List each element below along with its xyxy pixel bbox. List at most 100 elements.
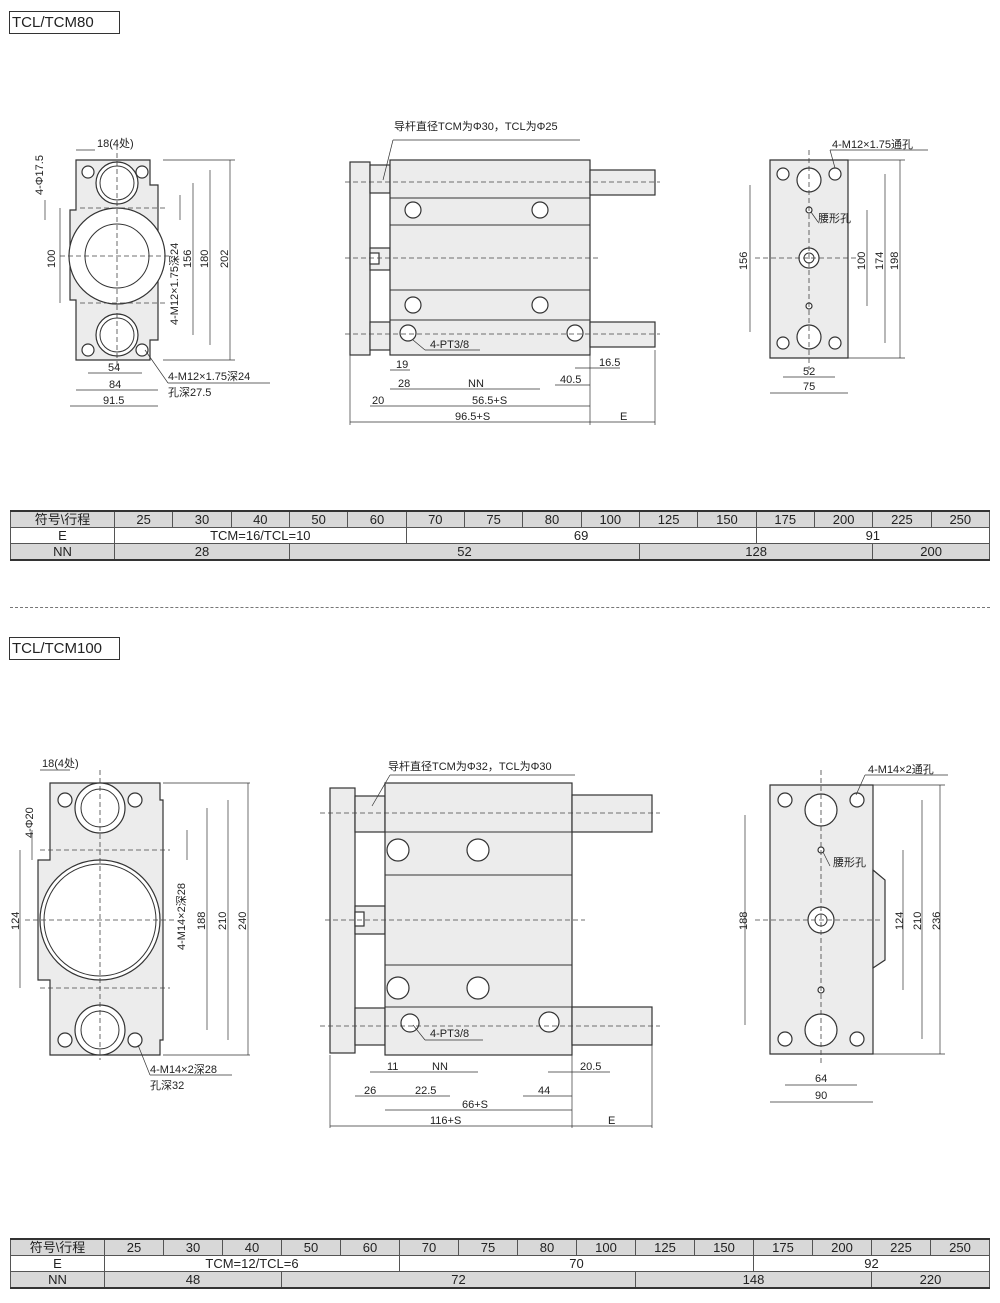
section-divider — [10, 607, 990, 608]
row-label: E — [10, 527, 115, 544]
dim-nn: NN — [468, 378, 484, 390]
through-hole-note: 4-M14×2通孔 — [868, 763, 934, 776]
dim-116-s: 116+S — [430, 1115, 461, 1127]
dim-40-5: 40.5 — [560, 374, 581, 386]
port-label: 4-PT3/8 — [430, 339, 469, 351]
stroke-cell: 40 — [222, 1238, 282, 1256]
value-cell: 48 — [104, 1271, 282, 1289]
hole-label: 4-Φ17.5 — [34, 155, 46, 195]
stroke-cell: 200 — [813, 510, 874, 528]
value-cell: 28 — [114, 543, 290, 561]
stroke-cell: 25 — [113, 510, 174, 528]
stroke-cell: 40 — [230, 510, 290, 528]
dim-188: 188 — [738, 912, 750, 930]
dim-188: 188 — [196, 912, 208, 930]
header-cell: 符号\行程 — [10, 1238, 105, 1256]
dim-16-5: 16.5 — [599, 357, 620, 369]
stroke-cell: 75 — [458, 1238, 518, 1256]
dim-75: 75 — [803, 381, 815, 393]
slot-note: 腰形孔 — [818, 212, 851, 225]
table-row-e: E TCM=12/TCL=6 70 92 — [10, 1255, 990, 1272]
rod-diameter-note: 导杆直径TCM为Φ30，TCL为Φ25 — [394, 119, 558, 133]
depth-note: 孔深27.5 — [168, 386, 211, 399]
value-cell: 92 — [753, 1255, 990, 1272]
dim-180: 180 — [199, 250, 211, 268]
header-cell: 符号\行程 — [10, 510, 115, 528]
stroke-cell: 30 — [172, 510, 232, 528]
stroke-cell: 30 — [163, 1238, 223, 1256]
value-cell: 148 — [635, 1271, 872, 1289]
stroke-cell: 175 — [753, 1238, 813, 1256]
thread-note: 4-M14×2深28 — [150, 1063, 217, 1076]
dim-202: 202 — [219, 250, 231, 268]
port-label: 4-PT3/8 — [430, 1028, 469, 1040]
dim-54: 54 — [108, 362, 120, 374]
table-row-e: E TCM=16/TCL=10 69 91 — [10, 527, 991, 544]
stroke-cell: 150 — [697, 510, 757, 528]
stroke-cell: 225 — [872, 510, 932, 528]
stroke-cell: 200 — [812, 1238, 872, 1256]
value-cell: 91 — [755, 527, 991, 544]
stroke-cell: 60 — [347, 510, 407, 528]
dim-210: 210 — [217, 912, 229, 930]
stroke-cell: 50 — [288, 510, 349, 528]
dim-20: 20 — [372, 395, 384, 407]
dim-240: 240 — [237, 912, 249, 930]
stroke-table-tcm100: 符号\行程 25 30 40 50 60 70 75 80 100 125 15… — [10, 1238, 990, 1289]
row-label: E — [10, 1255, 105, 1272]
stroke-cell: 80 — [522, 510, 582, 528]
dim-198: 198 — [889, 252, 901, 270]
table-header-row: 符号\行程 25 30 40 50 60 70 75 80 100 125 15… — [10, 1238, 990, 1256]
stroke-cell: 150 — [694, 1238, 754, 1256]
dim-90: 90 — [815, 1090, 827, 1102]
dim-210: 210 — [912, 912, 924, 930]
dim-236: 236 — [931, 912, 943, 930]
side-view-tcm80: 导杆直径TCM为Φ30，TCL为Φ25 4-PT3/8 19 28 NN 16.… — [345, 119, 660, 425]
section-title-tcm100: TCL/TCM100 — [9, 637, 120, 660]
stroke-cell: 100 — [580, 510, 640, 528]
dim-174: 174 — [874, 252, 886, 270]
dim-52: 52 — [803, 366, 815, 378]
dim-20-5: 20.5 — [580, 1061, 601, 1073]
stroke-cell: 125 — [635, 1238, 695, 1256]
dim-26: 26 — [364, 1085, 376, 1097]
stroke-cell: 75 — [463, 510, 524, 528]
stroke-cell: 100 — [576, 1238, 636, 1256]
dim-84: 84 — [109, 379, 121, 391]
through-hole-note: 4-M12×1.75通孔 — [832, 138, 913, 151]
dim-96-5-s: 96.5+S — [455, 411, 490, 423]
dim-156: 156 — [182, 250, 194, 268]
row-label: NN — [10, 543, 115, 561]
stroke-cell: 70 — [399, 1238, 459, 1256]
dim-nn: NN — [432, 1061, 448, 1073]
stroke-table-tcm80: 符号\行程 25 30 40 50 60 70 75 80 100 125 15… — [10, 510, 991, 561]
front-view-tcm80: 18(4处) 4-Φ17.5 100 4-M12×1.75深24 156 180… — [34, 137, 270, 407]
stroke-cell: 250 — [930, 1238, 990, 1256]
dim-28: 28 — [398, 378, 410, 390]
stroke-cell: 25 — [104, 1238, 164, 1256]
thread-note: 4-M12×1.75深24 — [168, 370, 250, 383]
dim-e: E — [608, 1115, 615, 1127]
depth-note: 孔深32 — [150, 1079, 184, 1092]
end-view-tcm80: 4-M12×1.75通孔 腰形孔 156 100 174 198 52 75 — [738, 138, 928, 394]
dim-100: 100 — [46, 250, 58, 268]
hole-label: 4-Φ20 — [24, 807, 36, 838]
section-title-tcm80: TCL/TCM80 — [9, 11, 120, 34]
pitch-label: 18(4处) — [97, 137, 134, 150]
stroke-cell: 80 — [517, 1238, 577, 1256]
dim-44: 44 — [538, 1085, 550, 1097]
front-view-tcm100: 18(4处) 4-Φ20 124 4-M14×2深28 188 210 240 … — [10, 757, 250, 1092]
dim-64: 64 — [815, 1073, 827, 1085]
dim-100: 100 — [856, 252, 868, 270]
dim-91-5: 91.5 — [103, 395, 124, 407]
table-row-nn: NN 48 72 148 220 — [10, 1271, 990, 1289]
pitch-label: 18(4处) — [42, 757, 79, 770]
value-cell: 220 — [871, 1271, 990, 1289]
dim-124: 124 — [894, 912, 906, 930]
thread-side-label: 4-M14×2深28 — [175, 883, 188, 950]
value-cell: 72 — [281, 1271, 636, 1289]
dim-124: 124 — [10, 912, 22, 930]
value-cell: TCM=16/TCL=10 — [114, 527, 407, 544]
dim-11: 11 — [387, 1061, 398, 1073]
